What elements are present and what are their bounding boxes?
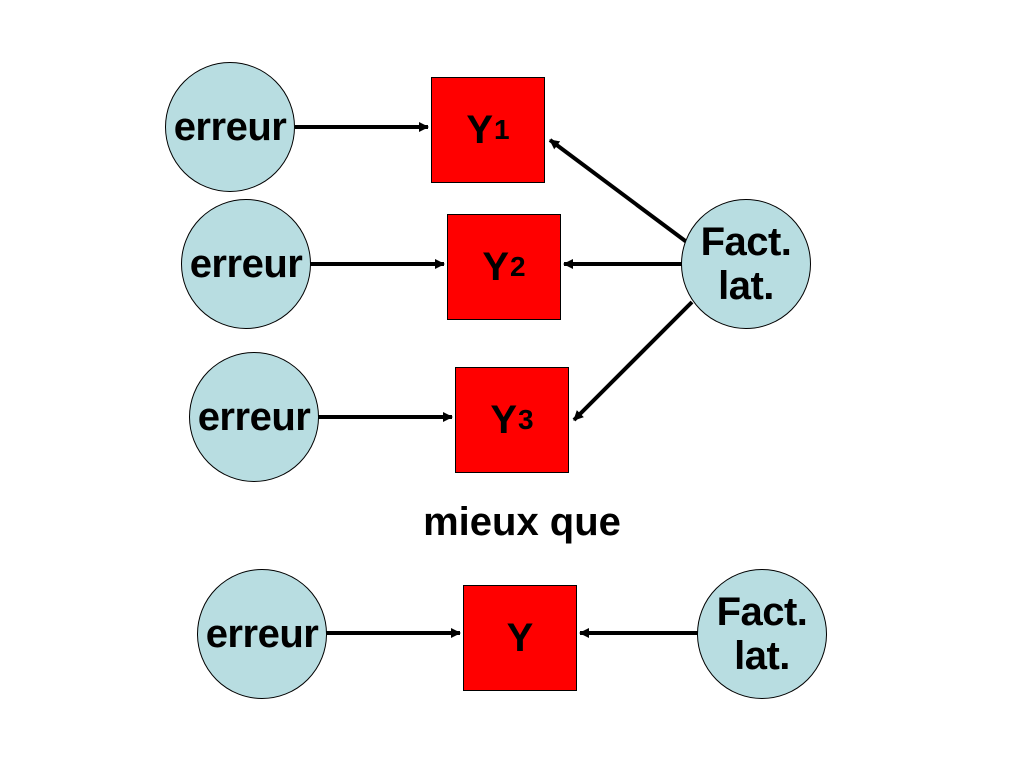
arrow-latent-y3 [572, 300, 694, 422]
error-node-2: erreur [181, 199, 311, 329]
indicator-y3-subscript: 3 [518, 404, 534, 435]
indicator-y1-label: Y [466, 107, 494, 152]
indicator-y: Y [463, 585, 577, 691]
indicator-y2-label: Y [482, 244, 510, 289]
arrow-latent-y1 [548, 138, 690, 245]
latent-factor-node-single: Fact. lat. [697, 569, 827, 699]
indicator-y-label: Y [506, 615, 534, 660]
indicator-y2-subscript: 2 [510, 251, 526, 282]
latent-factor-node: Fact. lat. [681, 199, 811, 329]
indicator-y3-label: Y [490, 397, 518, 442]
indicator-y1-subscript: 1 [494, 114, 510, 145]
error-node-single: erreur [197, 569, 327, 699]
error-node-3: erreur [189, 352, 319, 482]
error-node-1: erreur [165, 62, 295, 192]
comparison-caption: mieux que [423, 500, 621, 544]
